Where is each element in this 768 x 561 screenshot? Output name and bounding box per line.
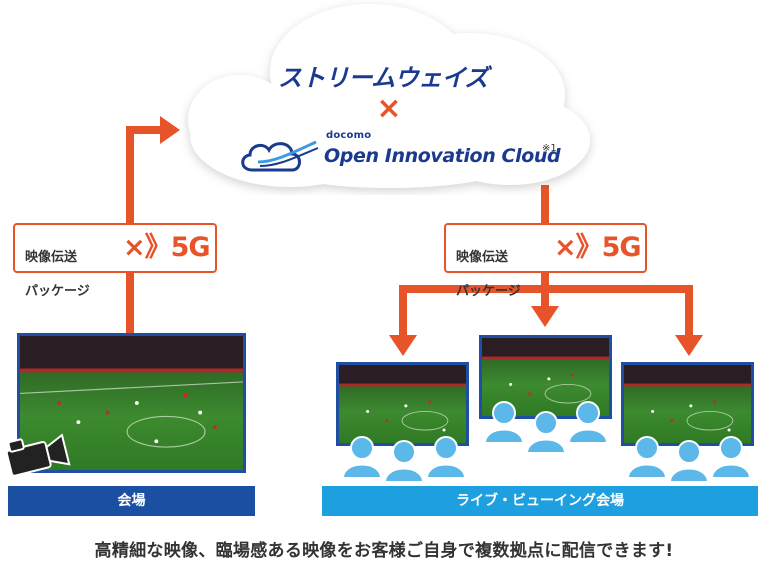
package-5g-label: ×》5G — [123, 232, 211, 263]
arrow-head-down-right — [675, 335, 703, 356]
arrow-line-branch-right — [685, 285, 693, 339]
camera-icon — [5, 433, 71, 477]
streamways-brand: ストリームウェイズ — [278, 64, 489, 92]
venue-label-bar: 会場 — [8, 486, 255, 516]
arrow-head-down-center — [531, 306, 559, 327]
arrow-line-branch-left — [399, 285, 407, 339]
arrow-line-left-horizontal — [126, 126, 164, 134]
package-label-line2: パッケージ — [25, 284, 90, 299]
package-label-line1: 映像伝送 — [456, 250, 509, 265]
video-package-box-right: 映像伝送 パッケージ ×》5G — [444, 223, 647, 299]
audience-icon-group-center — [484, 401, 608, 454]
arrow-head-right — [160, 116, 180, 144]
open-innovation-cloud-label: Open Innovation Cloud — [324, 145, 561, 167]
caption-text: 高精細な映像、臨場感ある映像をお客様ご自身で複数拠点に配信できます! — [94, 541, 674, 561]
multiply-sign: × — [376, 91, 402, 126]
docomo-label: docomo — [326, 130, 372, 141]
venue-screen — [17, 333, 246, 473]
package-5g-label: ×》5G — [554, 232, 642, 263]
arrow-line-branch-horizontal — [399, 285, 693, 293]
arrow-line-branch-center — [541, 293, 549, 309]
cloud-icon — [188, 4, 590, 188]
video-package-box-left: 映像伝送 パッケージ ×》5G — [13, 223, 217, 299]
live-viewing-label-bar: ライブ・ビューイング会場 — [322, 486, 758, 516]
live-screen-right — [621, 362, 754, 446]
footnote-mark: ※1 — [542, 143, 557, 154]
arrow-head-down-left — [389, 335, 417, 356]
package-label-line2: パッケージ — [456, 284, 521, 299]
audience-icon-group-right — [627, 436, 751, 482]
docomo-cloud-logo — [241, 140, 319, 172]
live-screen-left — [336, 362, 469, 446]
audience-icon-group-left — [342, 436, 466, 482]
package-label-line1: 映像伝送 — [25, 250, 78, 265]
